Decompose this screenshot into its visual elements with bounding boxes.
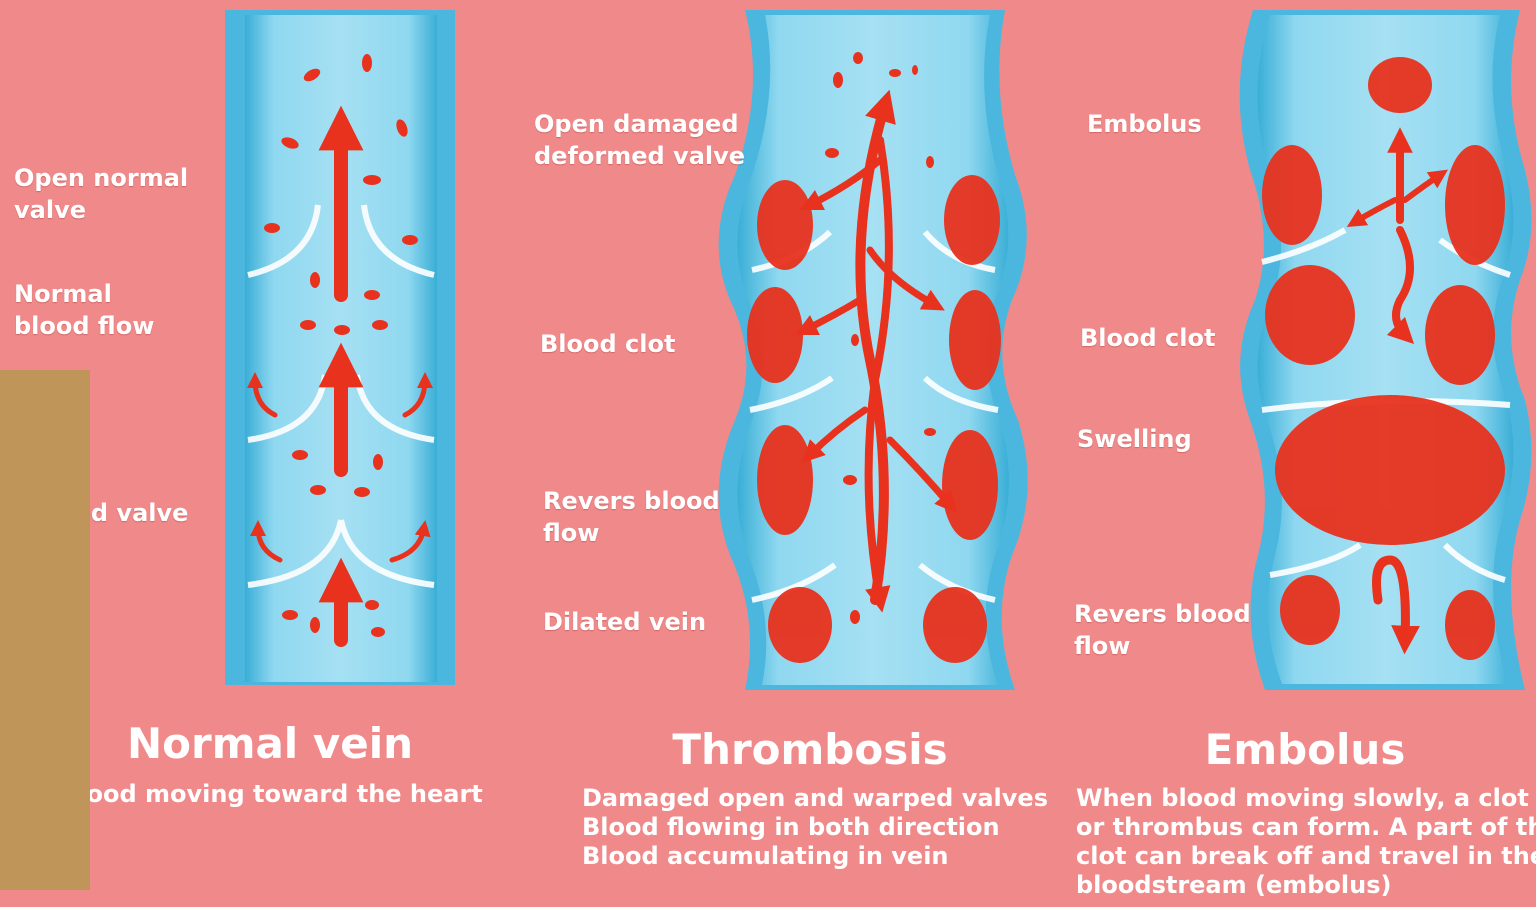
thrombosis-vein-illustration: [719, 10, 1028, 690]
label-open-damaged-valve: Open damageddeformed valve: [534, 108, 745, 172]
label-blood-clot-embolus: Blood clot: [1080, 322, 1215, 354]
description-line: When blood moving slowly, a clot: [1076, 784, 1536, 813]
label-blood-clot-thrombosis: Blood clot: [540, 328, 675, 360]
title-thrombosis: Thrombosis: [655, 726, 965, 774]
title-normal-vein: Normal vein: [110, 720, 430, 768]
description-normal-vein: Blood moving toward the heart: [60, 780, 480, 809]
overlay-patch: [0, 370, 90, 890]
description-embolus: When blood moving slowly, a clot or thro…: [1076, 784, 1536, 900]
embolus-vein-illustration: [1240, 10, 1532, 690]
description-line: or thrombus can form. A part of the: [1076, 813, 1536, 842]
description-line: Damaged open and warped valves: [582, 784, 1048, 813]
label-dilated-vein: Dilated vein: [543, 606, 706, 638]
description-line: Blood moving toward the heart: [60, 780, 480, 809]
description-line: Blood flowing in both direction: [582, 813, 1048, 842]
normal-vein-illustration: [225, 10, 455, 685]
description-line: Blood accumulating in vein: [582, 842, 1048, 871]
description-thrombosis: Damaged open and warped valves Blood flo…: [582, 784, 1048, 871]
label-open-normal-valve: Open normalvalve: [14, 162, 188, 226]
label-swelling: Swelling: [1077, 423, 1192, 455]
label-reverse-blood-flow-thrombosis: Revers bloodflow: [543, 485, 720, 549]
embolus-fragment: [1368, 57, 1432, 113]
label-normal-blood-flow: Normalblood flow: [14, 278, 154, 342]
description-line: clot can break off and travel in the: [1076, 842, 1536, 871]
title-embolus: Embolus: [1180, 726, 1430, 774]
label-embolus: Embolus: [1087, 108, 1202, 140]
label-reverse-blood-flow-embolus: Revers bloodflow: [1074, 598, 1251, 662]
description-line: bloodstream (embolus): [1076, 871, 1536, 900]
